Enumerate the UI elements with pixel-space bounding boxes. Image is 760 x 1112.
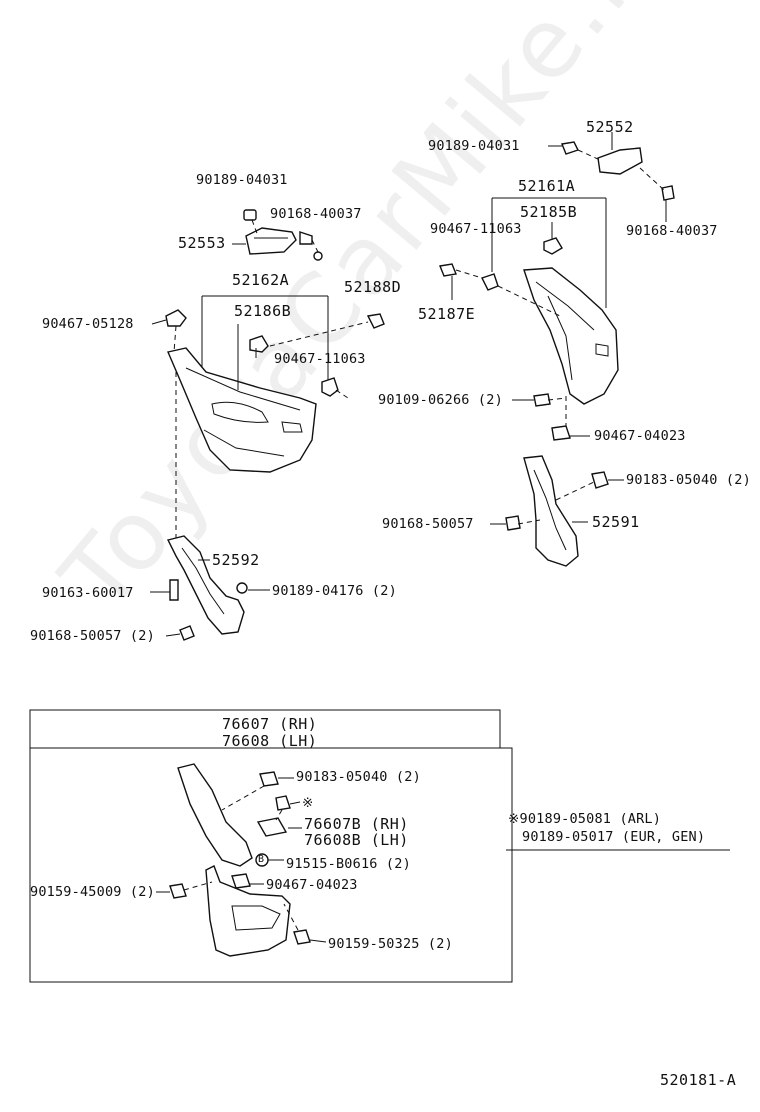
label-52187E: 52187E — [418, 305, 476, 323]
fasteners-left-upper — [165, 209, 385, 397]
label-76608: 76608 (LH) — [222, 732, 318, 750]
label-90189-04031-left: 90189-04031 — [196, 172, 288, 188]
note-line-1: ※90189-05081 (ARL) — [508, 811, 662, 827]
leader-lines-right-upper — [451, 197, 607, 437]
note-line-2: 90189-05017 (EUR, GEN) — [522, 829, 706, 845]
label-90168-40037-left: 90168-40037 — [270, 206, 362, 222]
label-90109-06266: 90109-06266 (2) — [378, 392, 503, 408]
label-90163-60017: 90163-60017 — [42, 585, 134, 601]
label-76607B: 76607B (RH) — [304, 815, 409, 833]
label-90183-05040-box: 90183-05040 (2) — [296, 769, 421, 785]
circle-b-letter: B — [258, 854, 265, 865]
label-52552: 52552 — [586, 118, 634, 136]
mudguard-part — [156, 763, 327, 957]
label-52553: 52553 — [178, 234, 226, 252]
label-90189-04176: 90189-04176 (2) — [272, 583, 397, 599]
label-90467-11063-left: 90467-11063 — [274, 351, 366, 367]
bracket-52591-part — [490, 455, 624, 567]
diagram-code: 520181-A — [660, 1071, 737, 1089]
label-52591: 52591 — [592, 513, 640, 531]
label-90467-11063-right: 90467-11063 — [430, 221, 522, 237]
label-52188D: 52188D — [344, 278, 402, 296]
label-90168-50057-right: 90168-50057 — [382, 516, 474, 532]
bracket-52592-part — [150, 535, 270, 641]
leader-lines-left-upper — [151, 219, 369, 544]
label-90189-04031-right: 90189-04031 — [428, 138, 520, 154]
bumper-extension-left-part — [167, 347, 317, 473]
label-90168-50057-left: 90168-50057 (2) — [30, 628, 155, 644]
label-76608B: 76608B (LH) — [304, 831, 409, 849]
label-52186B: 52186B — [234, 302, 292, 320]
label-90467-05128: 90467-05128 — [42, 316, 134, 332]
note-mark: ※ — [302, 795, 314, 811]
label-76607: 76607 (RH) — [222, 715, 318, 733]
label-90159-50325: 90159-50325 (2) — [328, 936, 453, 952]
label-52162A: 52162A — [232, 271, 290, 289]
label-52185B: 52185B — [520, 203, 578, 221]
bracket-52552-part — [548, 132, 675, 222]
label-52592: 52592 — [212, 551, 260, 569]
label-90159-45009: 90159-45009 (2) — [30, 884, 155, 900]
label-52161A: 52161A — [518, 177, 576, 195]
retainer-52553-part — [245, 227, 297, 255]
mudguard-set-box — [29, 709, 513, 983]
label-90467-04023-box: 90467-04023 — [266, 877, 358, 893]
label-90467-04023-right: 90467-04023 — [594, 428, 686, 444]
label-91515-B0616: 91515-B0616 (2) — [286, 856, 411, 872]
label-90183-05040-right: 90183-05040 (2) — [626, 472, 751, 488]
label-90168-40037-right: 90168-40037 — [626, 223, 718, 239]
bumper-extension-right-part — [439, 237, 619, 441]
